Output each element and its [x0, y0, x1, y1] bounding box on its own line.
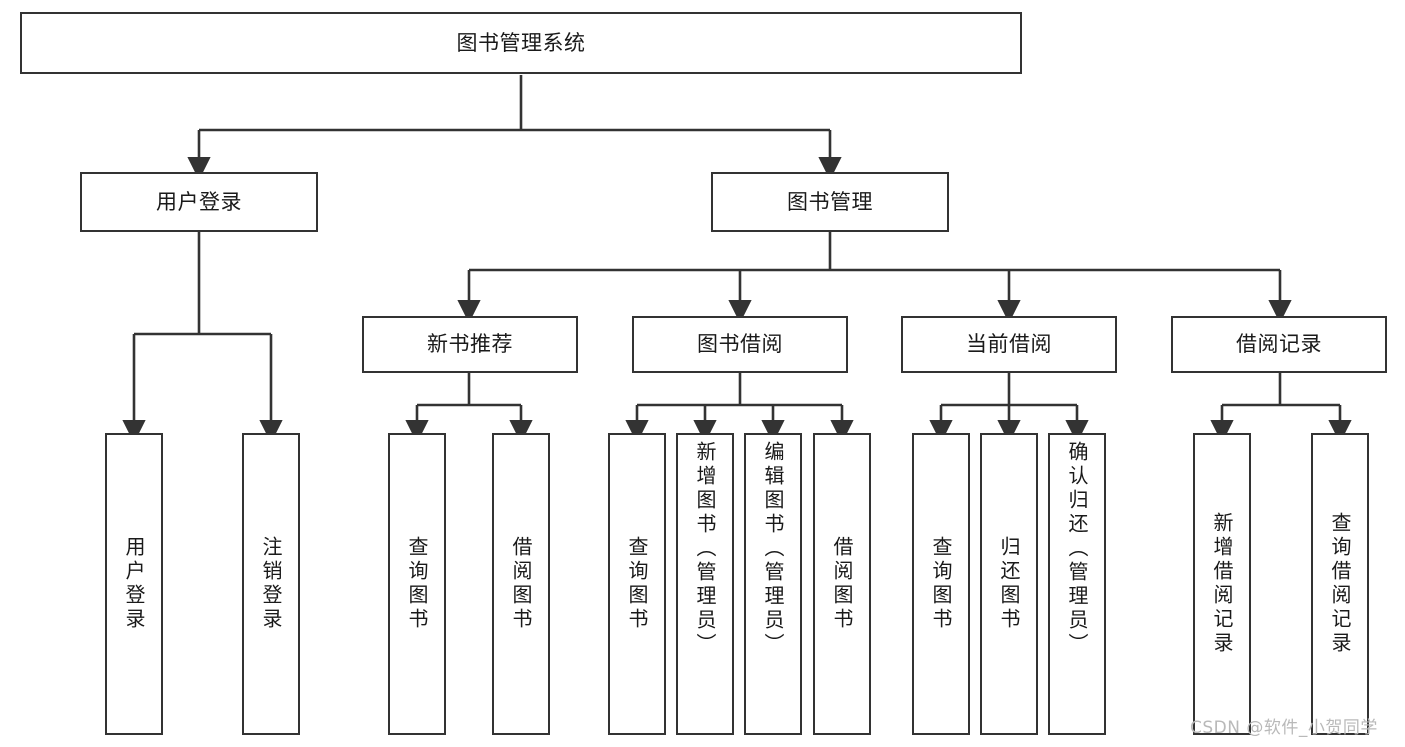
node-book-borrow-label: 图书借阅: [697, 332, 783, 357]
node-book-manage-label: 图书管理: [787, 189, 873, 214]
node-user-login-label: 用户登录: [156, 189, 242, 214]
node-current-borrow[interactable]: 当前借阅: [901, 316, 1117, 373]
node-leaf-return-book[interactable]: 归还图书: [980, 433, 1038, 735]
node-leaf-add-record-label: 新增借阅记录: [1210, 512, 1234, 656]
node-leaf-query-book-3-label: 查询图书: [929, 536, 953, 632]
node-leaf-edit-book[interactable]: 编辑图书（管理员）: [744, 433, 802, 735]
node-leaf-add-book-label: 新增图书（管理员）: [693, 441, 717, 657]
node-leaf-query-book-3[interactable]: 查询图书: [912, 433, 970, 735]
node-leaf-add-book[interactable]: 新增图书（管理员）: [676, 433, 734, 735]
node-leaf-query-book-1-label: 查询图书: [405, 536, 429, 632]
csdn-watermark: CSDN @软件_小贺同学: [1190, 718, 1378, 738]
node-leaf-borrow-book-2[interactable]: 借阅图书: [813, 433, 871, 735]
node-current-borrow-label: 当前借阅: [966, 332, 1052, 357]
node-leaf-query-book-1[interactable]: 查询图书: [388, 433, 446, 735]
node-leaf-user-logout-label: 注销登录: [259, 536, 283, 632]
node-leaf-confirm-return-label: 确认归还（管理员）: [1065, 441, 1089, 657]
node-leaf-return-book-label: 归还图书: [997, 536, 1021, 632]
node-leaf-edit-book-label: 编辑图书（管理员）: [761, 441, 785, 657]
node-root-label: 图书管理系统: [456, 30, 586, 55]
node-leaf-user-logout[interactable]: 注销登录: [242, 433, 300, 735]
node-leaf-user-login-label: 用户登录: [122, 536, 146, 632]
node-book-manage[interactable]: 图书管理: [711, 172, 949, 232]
node-leaf-add-record[interactable]: 新增借阅记录: [1193, 433, 1251, 735]
node-book-borrow[interactable]: 图书借阅: [632, 316, 848, 373]
node-borrow-record[interactable]: 借阅记录: [1171, 316, 1387, 373]
node-leaf-query-record-label: 查询借阅记录: [1328, 512, 1352, 656]
node-user-login[interactable]: 用户登录: [80, 172, 318, 232]
node-leaf-query-book-2[interactable]: 查询图书: [608, 433, 666, 735]
node-leaf-user-login[interactable]: 用户登录: [105, 433, 163, 735]
node-leaf-borrow-book-1-label: 借阅图书: [509, 536, 533, 632]
node-leaf-query-record[interactable]: 查询借阅记录: [1311, 433, 1369, 735]
node-leaf-borrow-book-2-label: 借阅图书: [830, 536, 854, 632]
node-new-book-recommend-label: 新书推荐: [427, 332, 513, 357]
node-borrow-record-label: 借阅记录: [1236, 332, 1322, 357]
node-root[interactable]: 图书管理系统: [20, 12, 1022, 74]
node-new-book-recommend[interactable]: 新书推荐: [362, 316, 578, 373]
node-leaf-confirm-return[interactable]: 确认归还（管理员）: [1048, 433, 1106, 735]
node-leaf-query-book-2-label: 查询图书: [625, 536, 649, 632]
node-leaf-borrow-book-1[interactable]: 借阅图书: [492, 433, 550, 735]
